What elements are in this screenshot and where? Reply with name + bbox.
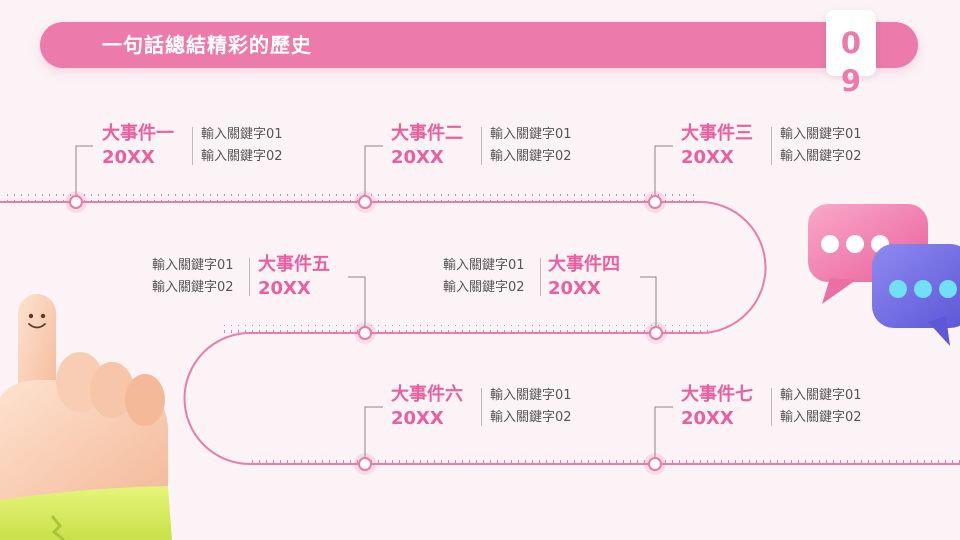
event-keyword: 輸入關鍵字02 [443, 280, 525, 295]
event-7: 大事件七 20XX [681, 383, 753, 431]
event-year: 20XX [391, 147, 444, 168]
event-keyword: 輸入關鍵字02 [201, 149, 283, 164]
speech-bubbles-icon [808, 204, 960, 346]
event-title: 大事件五 [258, 254, 330, 275]
timeline-node-7 [648, 457, 662, 471]
pointing-hand-icon [0, 294, 172, 540]
timeline-node-5 [358, 326, 372, 340]
event-divider [540, 258, 541, 296]
event-title: 大事件二 [391, 123, 463, 144]
event-year: 20XX [681, 408, 734, 429]
event-5-keywords: 輸入關鍵字01 輸入關鍵字02 [152, 255, 234, 299]
page-number-digit-2: 9 [840, 64, 862, 98]
event-5: 大事件五 20XX [258, 253, 330, 301]
event-keyword: 輸入關鍵字01 [490, 388, 572, 403]
event-2-keywords: 輸入關鍵字01 輸入關鍵字02 [490, 124, 572, 168]
timeline-node-2 [358, 195, 372, 209]
event-keyword: 輸入關鍵字02 [490, 149, 572, 164]
event-keyword: 輸入關鍵字01 [780, 388, 862, 403]
event-year: 20XX [258, 278, 311, 299]
event-keyword: 輸入關鍵字01 [490, 127, 572, 142]
event-divider [771, 388, 772, 426]
event-year: 20XX [681, 147, 734, 168]
event-4: 大事件四 20XX [548, 253, 620, 301]
event-year: 20XX [391, 408, 444, 429]
event-divider [481, 388, 482, 426]
page-number-tag: 0 9 [826, 10, 876, 96]
event-title: 大事件七 [681, 384, 753, 405]
timeline-node-6 [358, 457, 372, 471]
event-keyword: 輸入關鍵字02 [490, 410, 572, 425]
event-divider [249, 258, 250, 296]
event-6: 大事件六 20XX [391, 383, 463, 431]
event-keyword: 輸入關鍵字01 [443, 258, 525, 273]
event-7-keywords: 輸入關鍵字01 輸入關鍵字02 [780, 385, 862, 429]
event-1: 大事件一 20XX [102, 122, 174, 170]
event-keyword: 輸入關鍵字01 [152, 258, 234, 273]
title-bar: 一句話總結精彩的歷史 [40, 22, 918, 68]
event-title: 大事件三 [681, 123, 753, 144]
event-keyword: 輸入關鍵字01 [201, 127, 283, 142]
event-3-keywords: 輸入關鍵字01 輸入關鍵字02 [780, 124, 862, 168]
event-title: 大事件四 [548, 254, 620, 275]
event-year: 20XX [102, 147, 155, 168]
event-keyword: 輸入關鍵字02 [780, 410, 862, 425]
event-4-keywords: 輸入關鍵字01 輸入關鍵字02 [443, 255, 525, 299]
timeline-node-4 [649, 326, 663, 340]
event-3: 大事件三 20XX [681, 122, 753, 170]
page-number-digit-1: 0 [840, 26, 862, 60]
event-title: 大事件六 [391, 384, 463, 405]
event-divider [771, 127, 772, 165]
timeline-node-3 [648, 195, 662, 209]
event-title: 大事件一 [102, 123, 174, 144]
event-divider [192, 127, 193, 165]
event-1-keywords: 輸入關鍵字01 輸入關鍵字02 [201, 124, 283, 168]
page-title: 一句話總結精彩的歷史 [102, 33, 312, 57]
event-2: 大事件二 20XX [391, 122, 463, 170]
event-6-keywords: 輸入關鍵字01 輸入關鍵字02 [490, 385, 572, 429]
event-keyword: 輸入關鍵字02 [780, 149, 862, 164]
event-keyword: 輸入關鍵字01 [780, 127, 862, 142]
event-keyword: 輸入關鍵字02 [152, 280, 234, 295]
event-divider [481, 127, 482, 165]
event-year: 20XX [548, 278, 601, 299]
timeline-node-1 [69, 195, 83, 209]
